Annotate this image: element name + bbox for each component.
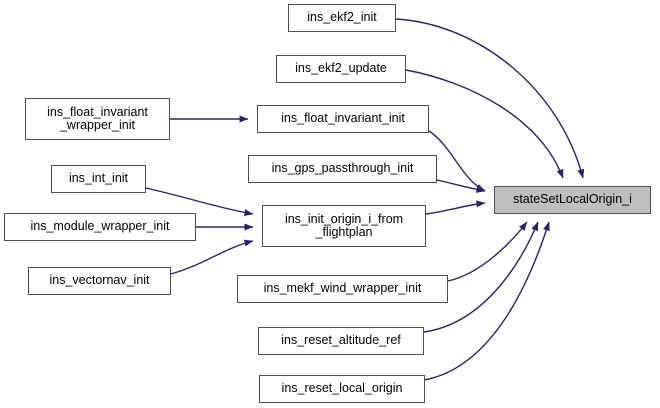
node-label: ins_ekf2_init	[307, 10, 377, 25]
node-ins_module_wrapper_init[interactable]: ins_module_wrapper_init	[4, 213, 196, 241]
node-label: ins_vectornav_init	[49, 273, 150, 288]
node-label: ins_gps_passthrough_init	[271, 161, 414, 176]
edge-ins_float_invariant_init-to-stateSetLocalOrigin_i	[428, 130, 486, 192]
edge-ins_mekf_wind_wrapper_init-to-stateSetLocalOrigin_i	[447, 221, 528, 282]
edge-ins_reset_altitude_ref-to-stateSetLocalOrigin_i	[423, 221, 539, 333]
node-label: ins_float_invariant_init	[281, 111, 405, 126]
node-ins_float_invariant_wrapper_init[interactable]: ins_float_invariant _wrapper_init	[25, 98, 170, 140]
node-ins_init_origin_i_from_flightplan[interactable]: ins_init_origin_i_from _flightplan	[262, 205, 426, 247]
edge-ins_gps_passthrough_init-to-stateSetLocalOrigin_i	[436, 179, 486, 193]
node-ins_int_init[interactable]: ins_int_init	[51, 165, 146, 193]
node-ins_ekf2_init[interactable]: ins_ekf2_init	[288, 4, 396, 32]
edge-ins_int_init-to-ins_init_origin_i_from_flightplan	[145, 187, 254, 216]
node-label: ins_ekf2_update	[295, 61, 387, 76]
node-ins_mekf_wind_wrapper_init[interactable]: ins_mekf_wind_wrapper_init	[237, 275, 448, 303]
edge-ins_vectornav_init-to-ins_init_origin_i_from_flightplan	[170, 239, 254, 275]
node-label: stateSetLocalOrigin_i	[513, 192, 632, 207]
node-stateSetLocalOrigin_i[interactable]: stateSetLocalOrigin_i	[494, 186, 651, 214]
node-label: ins_mekf_wind_wrapper_init	[263, 281, 422, 296]
node-label: ins_reset_altitude_ref	[281, 333, 401, 348]
node-ins_float_invariant_init[interactable]: ins_float_invariant_init	[257, 105, 429, 133]
edge-ins_ekf2_init-to-stateSetLocalOrigin_i	[395, 18, 585, 179]
node-label: ins_reset_local_origin	[281, 381, 403, 396]
edge-ins_init_origin_i_from_flightplan-to-stateSetLocalOrigin_i	[425, 200, 486, 215]
node-ins_gps_passthrough_init[interactable]: ins_gps_passthrough_init	[248, 155, 437, 183]
node-ins_ekf2_update[interactable]: ins_ekf2_update	[276, 55, 406, 83]
node-label: ins_module_wrapper_init	[30, 219, 170, 234]
node-ins_reset_altitude_ref[interactable]: ins_reset_altitude_ref	[258, 327, 424, 355]
node-ins_vectornav_init[interactable]: ins_vectornav_init	[28, 267, 171, 295]
node-label: ins_init_origin_i_from _flightplan	[284, 211, 404, 239]
node-ins_reset_local_origin[interactable]: ins_reset_local_origin	[259, 375, 425, 403]
node-label: ins_int_init	[68, 171, 129, 186]
edge-ins_reset_local_origin-to-stateSetLocalOrigin_i	[423, 221, 550, 381]
node-label: ins_float_invariant _wrapper_init	[47, 104, 148, 132]
edge-ins_ekf2_update-to-stateSetLocalOrigin_i	[405, 69, 564, 179]
